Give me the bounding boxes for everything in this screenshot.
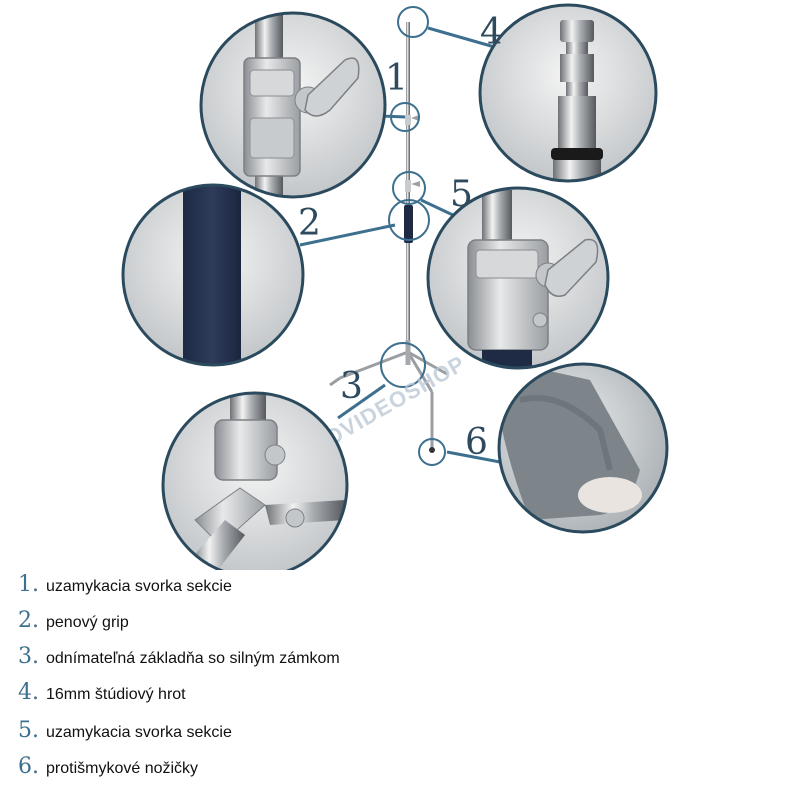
legend-number: 4.: [18, 680, 39, 705]
callout-5: 5: [450, 174, 473, 215]
legend-number: 2.: [18, 608, 39, 633]
detail-circle-2: [121, 183, 305, 367]
product-diagram: FOTOVIDEOSHOP: [121, 3, 669, 570]
detail-circle-5: [426, 186, 610, 370]
guide-circle-3: [380, 342, 426, 388]
legend-number: 3.: [18, 644, 39, 669]
guide-circle-5: [392, 171, 426, 205]
legend-number: 5.: [18, 718, 39, 743]
legend-text: odnímateľná základňa so silným zámkom: [46, 650, 340, 667]
guide-circle-1: [390, 102, 420, 132]
legend-item-2: 2. penový grip: [18, 608, 129, 638]
detail-circle-6: [497, 362, 669, 534]
callout-numbers: 1 2 3 4 5 6: [298, 12, 503, 463]
detail-circle-1: [199, 11, 387, 199]
callout-4: 4: [480, 12, 503, 53]
connector-lines: [299, 26, 501, 464]
callout-3: 3: [340, 366, 363, 407]
legend-item-5: 5. uzamykacia svorka sekcie: [18, 718, 232, 748]
legend-text: uzamykacia svorka sekcie: [46, 724, 232, 741]
callout-2: 2: [298, 203, 321, 244]
callout-6: 6: [465, 422, 488, 463]
guide-circle-6: [418, 438, 446, 466]
legend-item-3: 3. odnímateľná základňa so silným zámkom: [18, 644, 340, 674]
guide-circles: [380, 6, 446, 466]
legend-item-1: 1. uzamykacia svorka sekcie: [18, 572, 232, 602]
legend-text: 16mm štúdiový hrot: [46, 686, 186, 703]
detail-circle-4: [478, 3, 658, 183]
guide-circle-4: [397, 6, 429, 38]
legend-number: 1.: [18, 572, 39, 597]
legend-item-4: 4. 16mm štúdiový hrot: [18, 680, 186, 710]
legend-item-6: 6. protišmykové nožičky: [18, 754, 198, 784]
legend-text: protišmykové nožičky: [46, 760, 199, 777]
legend-number: 6.: [18, 754, 39, 779]
legend-text: uzamykacia svorka sekcie: [46, 578, 232, 595]
guide-circle-2: [388, 199, 430, 241]
legend-text: penový grip: [46, 614, 129, 631]
detail-circle-3: [161, 391, 349, 570]
callout-1: 1: [385, 58, 408, 99]
